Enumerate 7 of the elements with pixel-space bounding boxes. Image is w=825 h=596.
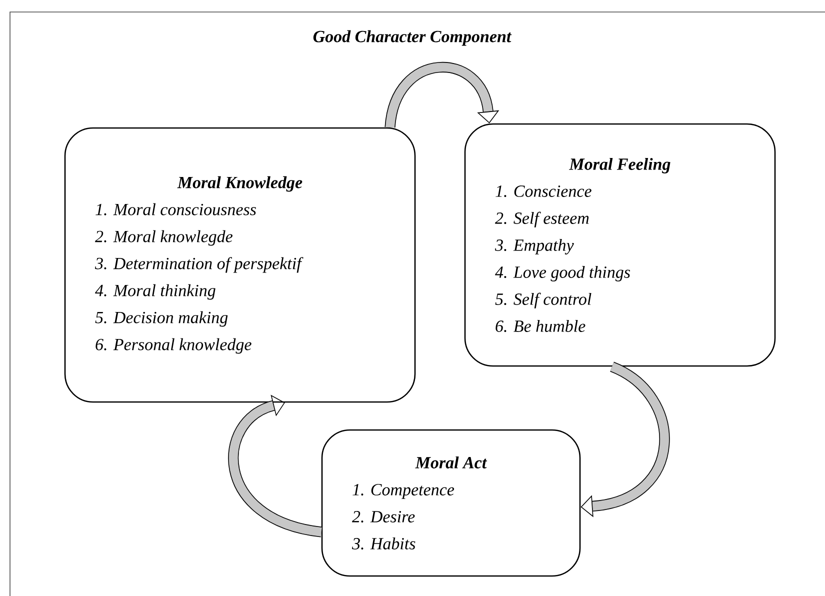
curved-arrow bbox=[228, 394, 322, 538]
curved-arrow bbox=[384, 62, 500, 128]
curved-arrow bbox=[580, 362, 670, 518]
title: Good Character Component bbox=[313, 30, 512, 46]
text-box: Moral Feeling 1. Conscience 2. Self esteem 3. Empathy 4. Love good things 5. Self control 6. Be humble bbox=[464, 123, 776, 367]
text-box: Moral Act 1. Competence 2. Desire 3. Habits bbox=[321, 429, 581, 577]
text-box: Moral Knowledge 1. Moral consciousness 2. Moral knowlegde 3. Determination of perspektif 4. Moral thinking 5. Decision making 6. Personal knowledge bbox=[64, 127, 416, 403]
